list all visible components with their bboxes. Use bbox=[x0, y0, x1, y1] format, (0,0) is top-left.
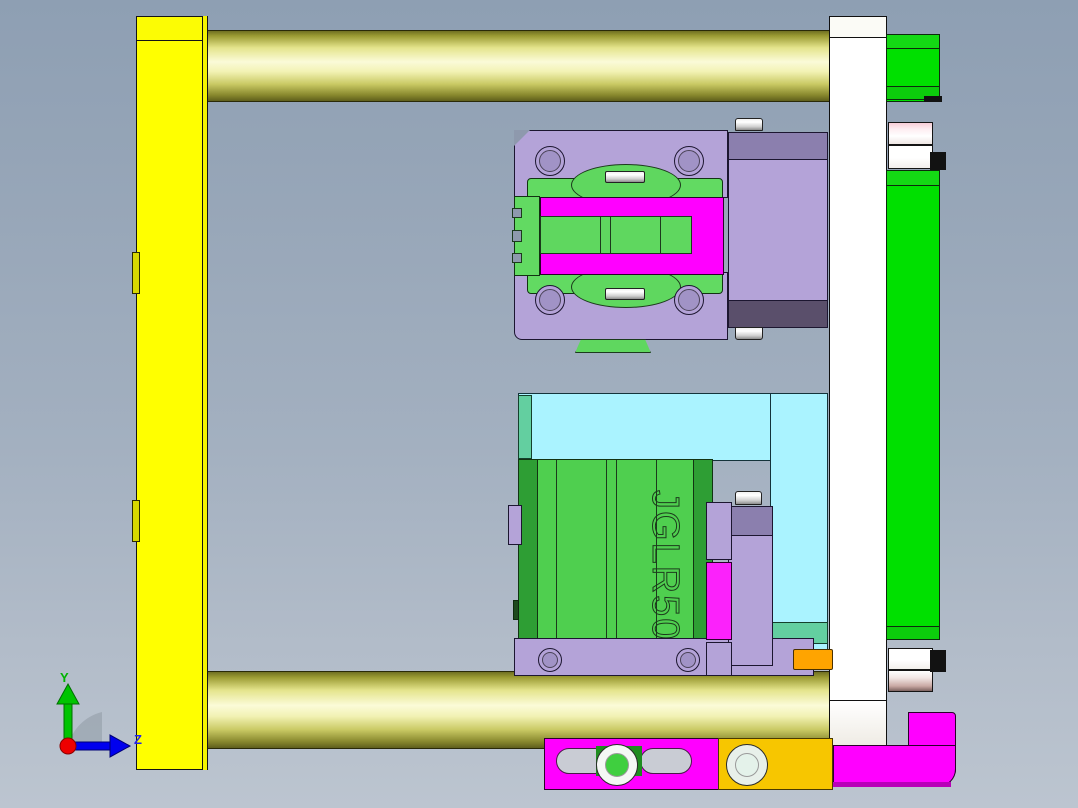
bracket-hole-tr bbox=[674, 146, 704, 176]
bottom-roller-upper-ring bbox=[888, 648, 933, 670]
upper-actuator-cap-bottom bbox=[728, 300, 828, 328]
bottom-roller-shadow bbox=[930, 650, 946, 672]
right-green-block-bottom bbox=[886, 170, 940, 640]
gripper-seam-4 bbox=[656, 460, 657, 646]
hex-screw-top bbox=[735, 118, 763, 131]
gripper-seam-2 bbox=[606, 460, 607, 646]
left-plate-tab-upper bbox=[132, 252, 140, 294]
pin-housing-lower bbox=[706, 642, 732, 676]
orientation-triad: Y Z bbox=[46, 670, 152, 778]
hex-screw-bottom bbox=[735, 327, 763, 340]
flange-screw-top bbox=[605, 171, 645, 183]
white-mounting-column bbox=[829, 16, 887, 771]
top-roller-shadow bbox=[930, 152, 946, 170]
gripper-seam-3 bbox=[616, 460, 617, 646]
right-green-top-shadow bbox=[924, 96, 942, 102]
gripper-base-hole-left bbox=[538, 648, 562, 672]
triad-arc bbox=[68, 712, 102, 746]
right-green-block-top-seam bbox=[886, 34, 940, 49]
upper-actuator-cap-top bbox=[728, 132, 828, 160]
upper-bracket-notch-3 bbox=[512, 253, 522, 263]
gripper-seam-1 bbox=[556, 460, 557, 646]
right-magenta-bracket-foot bbox=[833, 745, 956, 787]
upper-shaft-groove-b bbox=[610, 217, 611, 253]
pin-housing-upper bbox=[706, 502, 732, 560]
orange-spacer-tab bbox=[793, 649, 833, 670]
base-bolt-left-core bbox=[605, 753, 629, 777]
bracket-hole-br bbox=[674, 285, 704, 315]
top-roller-lower-ring bbox=[888, 145, 933, 169]
left-plate-tab-lower bbox=[132, 500, 140, 542]
gripper-body-left-shade bbox=[518, 459, 538, 647]
bottom-roller-bearing bbox=[888, 670, 933, 692]
upper-bracket-notch-1 bbox=[512, 208, 522, 218]
gripper-rail-tab-lower bbox=[513, 600, 519, 620]
cyan-plate-left-tab bbox=[518, 395, 532, 459]
upper-shaft-groove-c bbox=[660, 217, 661, 253]
base-bolt-right-core bbox=[735, 753, 759, 777]
bracket-hole-bl bbox=[535, 285, 565, 315]
upper-shaft-groove-a bbox=[600, 217, 601, 253]
bracket-hole-tl bbox=[535, 146, 565, 176]
triad-svg bbox=[56, 682, 132, 758]
magenta-plate-slot-right bbox=[640, 748, 692, 774]
left-end-plate-top-face bbox=[136, 16, 208, 41]
top-roller-bearing bbox=[888, 122, 933, 145]
purple-riser-cap bbox=[728, 506, 773, 536]
right-green-block-bottom-seam bbox=[886, 170, 940, 186]
upper-bracket-tongue bbox=[575, 339, 651, 353]
right-green-block-bottom-end bbox=[886, 626, 940, 640]
magenta-bracket-shadow bbox=[833, 782, 951, 787]
gripper-model-label: JGLR50 bbox=[644, 490, 687, 642]
gripper-rail-tab-upper bbox=[508, 505, 522, 545]
left-end-plate-edge bbox=[202, 16, 208, 770]
guide-rod-upper bbox=[206, 30, 842, 102]
triad-label-y: Y bbox=[60, 670, 69, 685]
white-column-top-face bbox=[829, 16, 887, 38]
x-axis-origin bbox=[59, 737, 77, 755]
upper-actuator-body bbox=[728, 132, 828, 328]
cyan-backing-plate-vertical bbox=[770, 393, 828, 665]
upper-shaft-cylinder bbox=[540, 216, 692, 254]
flange-screw-bottom bbox=[605, 288, 645, 300]
pin-magenta bbox=[706, 562, 732, 640]
riser-screw bbox=[735, 491, 762, 505]
left-end-plate bbox=[136, 16, 208, 770]
pneumatic-gripper-body bbox=[518, 459, 713, 647]
upper-bracket-notch-2 bbox=[512, 230, 522, 242]
gripper-base-hole-right bbox=[676, 648, 700, 672]
triad-label-z: Z bbox=[134, 732, 142, 747]
